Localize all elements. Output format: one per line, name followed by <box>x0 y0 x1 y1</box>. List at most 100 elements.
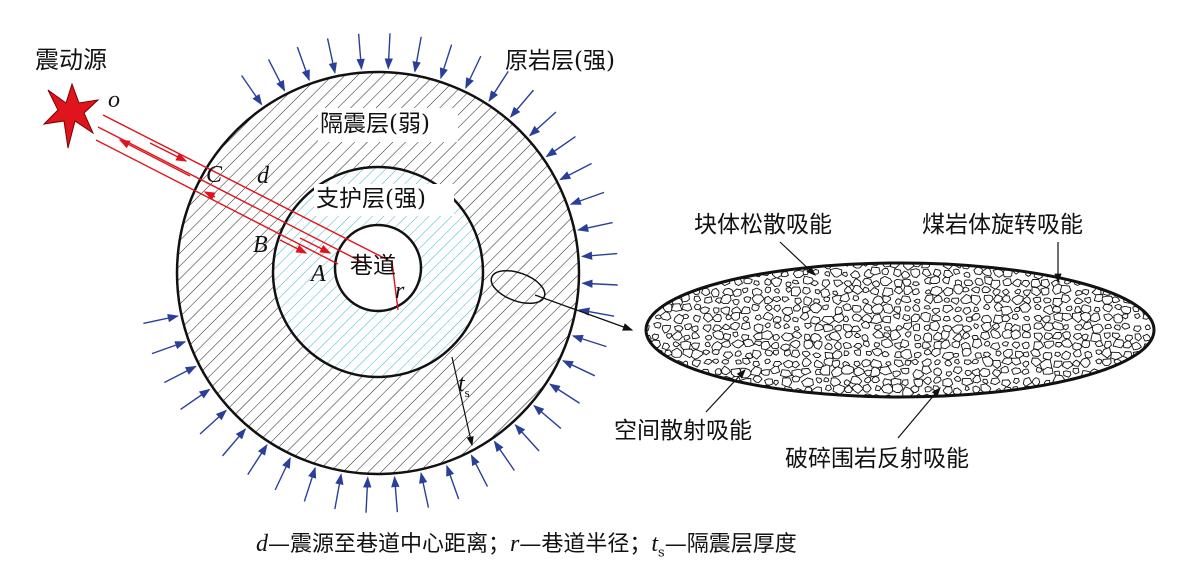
rock-fragment <box>832 313 846 324</box>
rock-fragment <box>735 269 742 275</box>
rock-fragment <box>770 277 783 288</box>
rock-fragment <box>1091 263 1101 268</box>
rock-fragment <box>690 267 700 276</box>
rock-fragment <box>1143 379 1154 387</box>
rock-fragment <box>862 278 873 286</box>
rock-fragment <box>851 313 863 322</box>
rock-fragment <box>961 347 972 357</box>
rock-fragment <box>1060 350 1072 360</box>
rock-fragment <box>921 268 932 278</box>
rock-fragment <box>1112 366 1121 374</box>
pressure-arrow <box>533 404 562 429</box>
rock-fragment <box>690 342 700 350</box>
rock-fragment <box>692 263 703 270</box>
rock-fragment <box>1051 383 1062 393</box>
rock-fragment <box>732 331 739 338</box>
label-original-rock: 原岩层(强) <box>505 48 615 74</box>
rock-fragment <box>823 296 831 303</box>
rock-fragment <box>1042 322 1054 332</box>
rock-fragment <box>831 349 843 360</box>
rock-fragment <box>1011 313 1020 321</box>
rock-fragment <box>815 377 823 384</box>
rock-fragment <box>974 352 983 359</box>
rock-fragment <box>1022 376 1033 387</box>
rock-fragment <box>772 296 782 303</box>
label-origin: o <box>108 87 120 113</box>
rock-fragment <box>753 340 763 347</box>
rock-fragment <box>913 298 921 305</box>
figure-caption: d—震源至巷道中心距离；r—巷道半径；ts—隔震层厚度 <box>256 531 797 561</box>
rock-fragment <box>1104 323 1113 330</box>
rock-fragment <box>1043 297 1052 304</box>
rock-fragment <box>1081 333 1089 341</box>
rock-fragment <box>650 286 661 295</box>
rock-fragment <box>1112 338 1126 349</box>
rock-fragment <box>1002 278 1013 286</box>
rock-fragment <box>709 388 721 397</box>
rock-fragment <box>871 280 880 288</box>
rock-fragment <box>823 376 830 383</box>
rock-fragment <box>1104 376 1114 384</box>
rock-fragment <box>952 333 963 343</box>
rock-fragment <box>773 379 779 386</box>
rock-fragment <box>762 311 774 321</box>
rock-fragment <box>924 386 932 393</box>
rock-fragment <box>878 365 893 376</box>
rock-fragment <box>810 280 819 287</box>
rock-fragment <box>869 286 880 296</box>
rock-fragment <box>652 368 664 378</box>
rock-fragment <box>1101 358 1112 367</box>
rock-fragment <box>701 378 713 387</box>
rock-fragment <box>671 347 683 358</box>
rock-fragment <box>940 339 951 350</box>
rock-fragment <box>704 263 712 268</box>
rock-fragment <box>870 366 882 378</box>
rock-fragment <box>783 323 791 330</box>
rock-fragment <box>772 315 782 323</box>
rock-fragment <box>651 333 659 341</box>
rock-fragment <box>1022 289 1032 297</box>
rock-fragment <box>993 294 1003 303</box>
rock-fragment <box>974 277 984 286</box>
rock-fragment <box>769 365 781 374</box>
rock-fragment <box>713 269 724 279</box>
rock-fragment <box>671 331 683 341</box>
pressure-arrow <box>247 444 268 475</box>
rock-fragment <box>1142 271 1150 278</box>
rock-fragment <box>1153 296 1154 305</box>
rock-fragment <box>682 313 690 319</box>
rock-fragment <box>665 333 673 340</box>
rock-fragment <box>764 304 773 312</box>
rock-fragment <box>792 394 800 397</box>
rock-fragment <box>952 366 963 375</box>
rock-fragment <box>779 343 791 351</box>
rock-fragment <box>653 322 662 329</box>
rock-fragment <box>712 379 722 388</box>
pressure-arrow <box>571 334 607 348</box>
rock-fragment <box>894 298 902 305</box>
rock-fragment <box>1054 395 1061 397</box>
rock-fragment <box>1131 341 1143 351</box>
rock-fragment <box>1053 360 1063 368</box>
rock-fragment <box>730 339 745 349</box>
rock-fragment <box>720 306 731 315</box>
rock-fragment <box>883 332 892 339</box>
rock-fragment <box>1152 280 1154 287</box>
rock-fragment <box>672 341 681 348</box>
rock-fragment <box>650 386 664 396</box>
rock-fragment <box>785 286 793 293</box>
rock-fragment <box>893 286 904 295</box>
rock-fragment <box>672 263 679 269</box>
pressure-arrow <box>274 456 291 491</box>
rock-fragment <box>1063 370 1072 378</box>
rock-fragment <box>753 263 764 270</box>
rock-fragment <box>1074 324 1084 331</box>
rock-fragment <box>692 385 701 394</box>
rock-fragment <box>954 358 960 365</box>
rock-fragment <box>701 287 711 296</box>
rock-fragment <box>1003 393 1014 397</box>
rock-fragment <box>1112 332 1121 340</box>
rock-fragment <box>671 394 679 397</box>
rock-fragment <box>673 325 684 332</box>
rock-fragment <box>912 323 921 332</box>
